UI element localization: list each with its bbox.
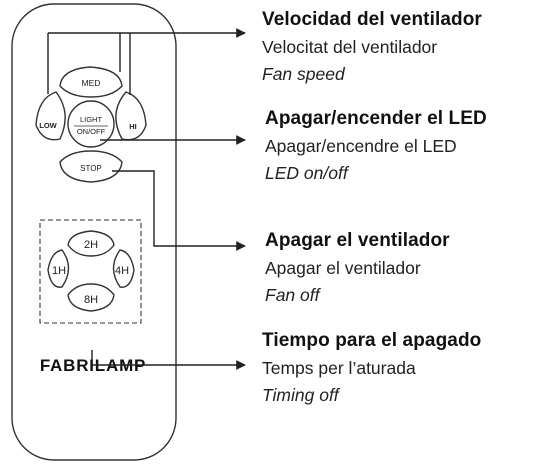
light-label-line1: LIGHT: [80, 115, 103, 124]
label-fan-off-es: Apagar el ventilador: [265, 230, 450, 251]
label-led-ca: Apagar/encendre el LED: [265, 136, 457, 156]
timer-section: 2H 1H 4H 8H: [39, 219, 142, 324]
timer-8h-label: 8H: [84, 294, 98, 306]
med-label: MED: [82, 78, 101, 88]
timer-2h-label: 2H: [84, 239, 98, 251]
leader-stop-arrow: [112, 170, 246, 251]
low-label: LOW: [39, 121, 57, 130]
label-fan-off-ca: Apagar el ventilador: [265, 258, 421, 278]
low-button[interactable]: [35, 91, 66, 141]
stop-label: STOP: [80, 164, 102, 173]
label-fan-speed-en: Fan speed: [262, 64, 345, 84]
timer-4h-button[interactable]: [112, 249, 135, 288]
light-label-line2: ON/OFF: [77, 127, 106, 136]
label-led-en: LED on/off: [265, 163, 348, 183]
timer-1h-label: 1H: [52, 265, 66, 277]
label-timing-en: Timing off: [262, 385, 339, 405]
label-led-es: Apagar/encender el LED: [265, 108, 487, 129]
label-fan-speed-es: Velocidad del ventilador: [262, 9, 482, 30]
timer-1h-button[interactable]: [47, 249, 70, 288]
hi-button[interactable]: [115, 91, 147, 141]
timer-4h-label: 4H: [115, 265, 129, 277]
light-button[interactable]: [67, 100, 115, 148]
timer-2h-button[interactable]: [67, 230, 115, 257]
med-button[interactable]: [59, 66, 123, 98]
timer-8h-button[interactable]: [67, 283, 115, 312]
label-timing-ca: Temps per l’aturada: [262, 358, 416, 378]
fan-control-pad: MED LOW HI LIGHT ON/OFF STOP: [35, 66, 147, 183]
timer-dashed-frame: [39, 219, 142, 324]
hi-label: HI: [129, 122, 137, 131]
stop-button[interactable]: [59, 150, 123, 183]
label-fan-speed-ca: Velocitat del ventilador: [262, 37, 438, 57]
leader-lines: [47, 28, 246, 370]
label-fan-off-en: Fan off: [265, 285, 320, 305]
label-timing-es: Tiempo para el apagado: [262, 330, 482, 351]
